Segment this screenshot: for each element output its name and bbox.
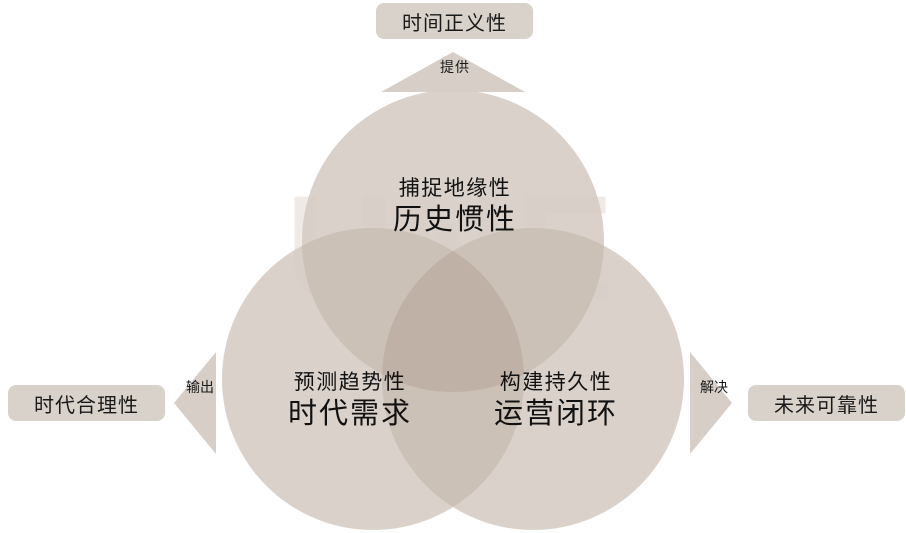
circle-text-top: 捕捉地缘性 历史惯性 (335, 176, 575, 240)
circle-main-label-bottom-right: 运营闭环 (493, 398, 618, 431)
circle-main-label-top: 历史惯性 (392, 204, 517, 237)
pill-label-top[interactable]: 时间正义性 (376, 3, 533, 39)
circle-sub-label-bottom-right: 构建持久性 (499, 371, 613, 394)
pill-label-right[interactable]: 未来可靠性 (748, 385, 905, 421)
circle-text-bottom-right: 构建持久性 运营闭环 (436, 370, 676, 434)
circle-sub-label-bottom-left: 预测趋势性 (293, 371, 407, 394)
arrow-left-icon (174, 352, 216, 454)
arrow-top-icon (381, 52, 525, 92)
circle-sub-label-top: 捕捉地缘性 (398, 177, 512, 200)
circle-text-bottom-left: 预测趋势性 时代需求 (230, 370, 470, 434)
arrow-label-right: 解决 (700, 379, 728, 395)
pill-label-left[interactable]: 时代合理性 (8, 385, 165, 421)
arrow-label-top: 提供 (440, 59, 470, 75)
circle-main-label-bottom-left: 时代需求 (287, 398, 412, 431)
arrow-right-icon (690, 352, 732, 454)
arrow-label-left: 输出 (186, 379, 214, 395)
